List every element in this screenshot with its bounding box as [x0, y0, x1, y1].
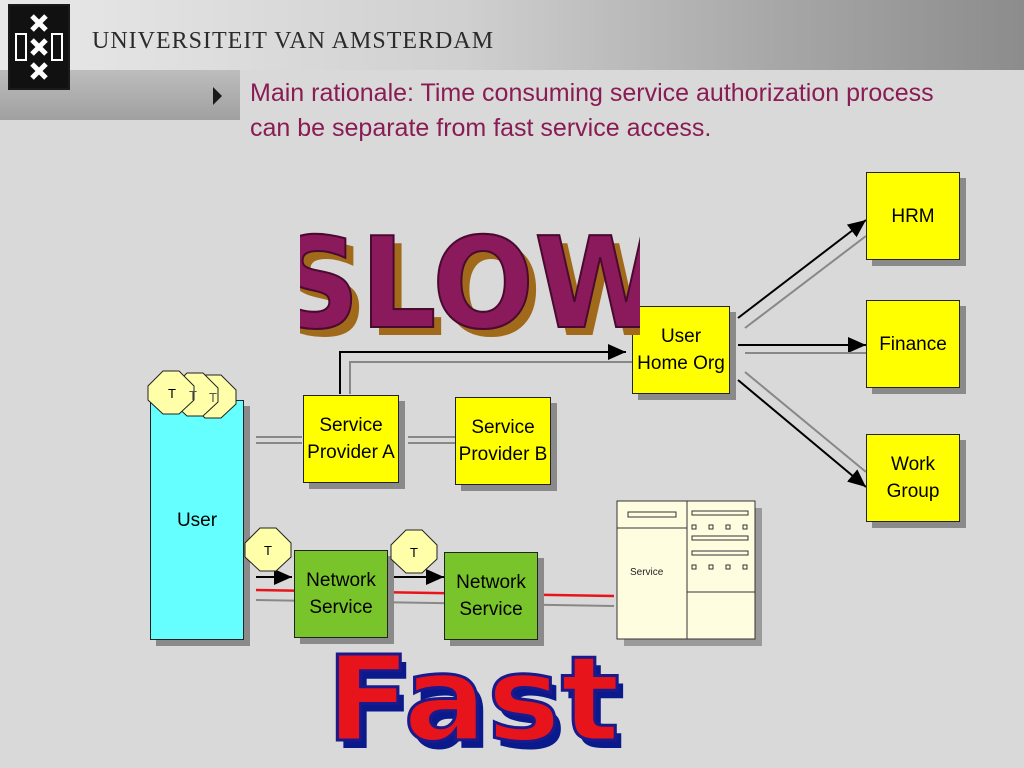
- network-service-1-box: Network Service: [294, 550, 388, 638]
- university-logo: [8, 4, 70, 90]
- token-t-network-2: T: [410, 544, 418, 560]
- xxx-crest-icon: [10, 6, 68, 88]
- bullet-arrow-icon: [213, 87, 222, 105]
- work-group-box: Work Group: [866, 434, 960, 522]
- token-t-user-2: T: [189, 387, 197, 403]
- slow-wordart: SLOW SLOW: [300, 210, 640, 350]
- token-t-network-1: T: [264, 542, 272, 558]
- server-label: Service: [630, 567, 664, 578]
- fast-shadow: Fast: [332, 640, 626, 768]
- slide-subtitle: Main rationale: Time consuming service a…: [250, 79, 934, 142]
- token-t-user-1: T: [168, 385, 176, 401]
- token-t-user-3: T: [209, 389, 217, 405]
- slow-text: SLOW: [300, 211, 640, 350]
- slow-shadow: SLOW: [300, 219, 640, 350]
- finance-box: Finance: [866, 300, 960, 388]
- header-banner: [0, 0, 1024, 70]
- user-home-org-box: User Home Org: [632, 306, 730, 394]
- fast-wordart: Fast Fast: [324, 640, 626, 768]
- service-provider-b-box: Service Provider B: [455, 397, 551, 485]
- service-provider-a-box: Service Provider A: [303, 395, 399, 483]
- hrm-box: HRM: [866, 172, 960, 260]
- university-name: UNIVERSITEIT VAN AMSTERDAM: [92, 28, 495, 54]
- network-service-2-box: Network Service: [444, 552, 538, 640]
- user-box: User: [150, 400, 244, 640]
- fast-text: Fast: [326, 640, 620, 768]
